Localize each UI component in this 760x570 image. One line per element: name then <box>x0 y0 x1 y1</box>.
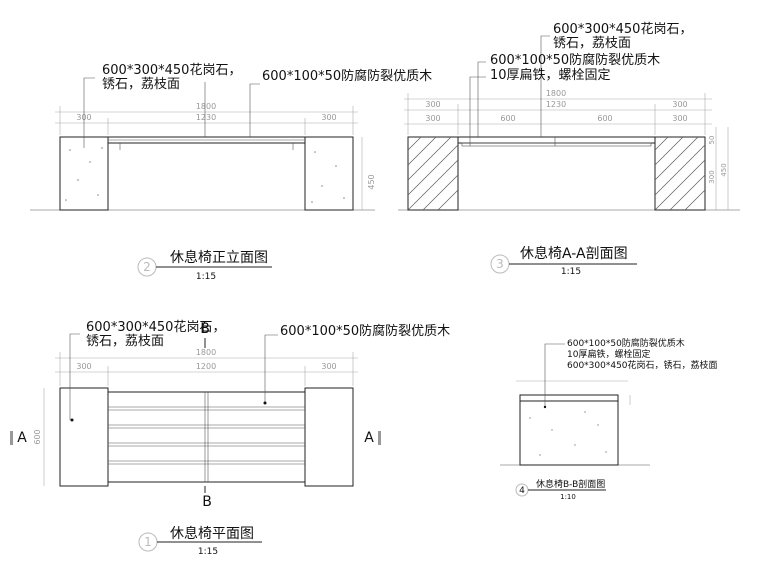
note-wood: 600*100*50防腐防裂优质木 <box>567 337 685 349</box>
dim-low-3: 600 <box>597 114 612 123</box>
note-wood: 600*100*50防腐防裂优质木 <box>280 323 450 339</box>
dim-right-3: 450 <box>720 163 728 176</box>
wood-seat-plan <box>107 391 306 483</box>
plan-drawing: 1800 300 1200 300 600 B B A A 600*300*45… <box>10 319 450 557</box>
dim-overall: 1800 <box>196 348 216 357</box>
section-marker-a-left: A <box>17 430 27 446</box>
dim-low-4: 300 <box>672 114 687 123</box>
stone-hatch-right <box>654 136 706 211</box>
drawing-title: 休息椅B-B剖面图 <box>536 478 605 490</box>
note-stone-line1: 600*300*450花岗石， <box>553 21 692 37</box>
stone-speckle-left <box>65 147 103 201</box>
section-marker-b-top: B <box>200 321 210 337</box>
drawing-scale: 1:10 <box>560 493 576 501</box>
note-stone-line1: 600*300*450花岗石， <box>102 62 241 78</box>
drawing-title: 休息椅正立面图 <box>170 249 268 266</box>
note-stone-line2: 锈石，荔枝面 <box>102 77 180 92</box>
drawing-number: 2 <box>143 260 151 274</box>
drawing-title: 休息椅平面图 <box>170 525 254 542</box>
stone-block-right <box>304 136 354 211</box>
drawing-number: 4 <box>519 486 525 496</box>
stone-block-left <box>59 387 109 487</box>
stone-speckle <box>529 411 607 456</box>
section-cut-mark-right <box>378 431 381 445</box>
note-stone-line2: 锈石，荔枝面 <box>86 334 164 349</box>
stone-block-right <box>654 136 706 211</box>
leader-stone <box>83 77 95 148</box>
dim-low-1: 300 <box>425 114 440 123</box>
leader-stone <box>69 333 80 420</box>
dim-depth: 600 <box>33 429 42 444</box>
dim-center: 1200 <box>196 362 216 371</box>
note-iron: 10厚扁铁，螺栓固定 <box>567 348 650 360</box>
note-stone-line2: 锈石，荔枝面 <box>553 36 631 51</box>
dim-right: 300 <box>321 362 336 371</box>
section-aa-drawing: 1800 300 1230 300 300 600 600 300 50 300… <box>398 21 740 277</box>
dim-left: 300 <box>76 362 91 371</box>
drawing-scale: 1:15 <box>198 547 218 557</box>
section-marker-a-right: A <box>364 430 374 446</box>
dim-right-2: 300 <box>708 170 716 183</box>
section-marker-b-bottom: B <box>202 494 212 510</box>
section-bb-drawing: 600*100*50防腐防裂优质木 10厚扁铁，螺栓固定 600*300*450… <box>500 337 718 501</box>
drawing-scale: 1:15 <box>561 267 581 277</box>
leader-stone <box>540 35 550 137</box>
leader-wood <box>477 61 486 137</box>
leader-iron <box>469 76 486 146</box>
stone-block-left <box>407 136 459 211</box>
dim-center: 1230 <box>196 113 216 122</box>
wood-seat <box>457 136 656 144</box>
wood-seat <box>519 394 619 402</box>
dim-right: 300 <box>672 100 687 109</box>
dim-height: 450 <box>367 174 376 189</box>
dim-right-1: 50 <box>708 136 716 145</box>
drawing-number: 1 <box>144 535 152 549</box>
leader-wood <box>264 334 278 403</box>
drawing-scale: 1:15 <box>196 272 216 282</box>
dim-overall: 1800 <box>546 89 566 98</box>
note-stone: 600*300*450花岗石，锈石，荔枝面 <box>567 359 718 371</box>
stone-speckle-right <box>311 151 345 203</box>
dim-overall: 1800 <box>196 102 216 111</box>
dim-left: 300 <box>425 100 440 109</box>
dim-right: 300 <box>321 113 336 122</box>
stone-block-right <box>304 387 354 487</box>
stone-block <box>519 394 619 466</box>
wood-slats <box>108 392 305 482</box>
note-iron: 10厚扁铁，螺栓固定 <box>490 68 611 83</box>
section-cut-mark-left <box>10 431 13 445</box>
note-wood: 600*100*50防腐防裂优质木 <box>490 52 660 68</box>
note-stone-line1: 600*300*450花岗石， <box>86 319 225 335</box>
flat-iron <box>461 142 652 147</box>
drawing-title: 休息椅A-A剖面图 <box>520 245 628 262</box>
dim-center: 1230 <box>546 100 566 109</box>
note-wood: 600*100*50防腐防裂优质木 <box>262 68 432 84</box>
leader-notes <box>544 343 565 407</box>
dim-low-2: 600 <box>500 114 515 123</box>
stone-hatch-left <box>407 136 459 211</box>
drawing-number: 3 <box>496 257 504 271</box>
elevation-drawing: 1800 300 1230 300 450 600*300*450花岗石， 锈石… <box>30 62 432 282</box>
